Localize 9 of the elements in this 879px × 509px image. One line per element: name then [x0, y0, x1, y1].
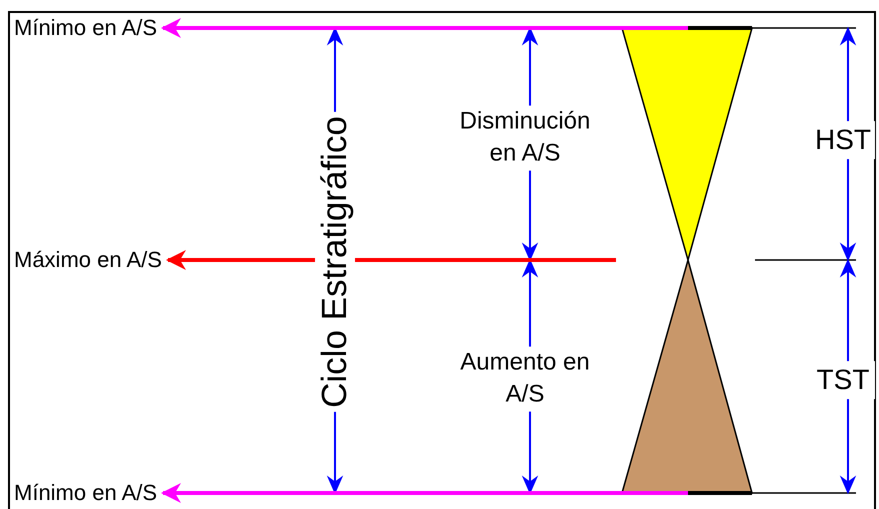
arrow	[161, 483, 688, 503]
arrow	[161, 18, 688, 38]
dimension-label: Ciclo Estratigráfico	[315, 112, 355, 412]
level-label: Mínimo en A/S	[14, 481, 158, 505]
level-label: Máximo en A/S	[14, 248, 162, 272]
sequence-triangle	[622, 28, 752, 260]
sequence-triangle	[622, 260, 752, 493]
level-label: Mínimo en A/S	[14, 16, 158, 40]
arrow	[166, 250, 616, 270]
